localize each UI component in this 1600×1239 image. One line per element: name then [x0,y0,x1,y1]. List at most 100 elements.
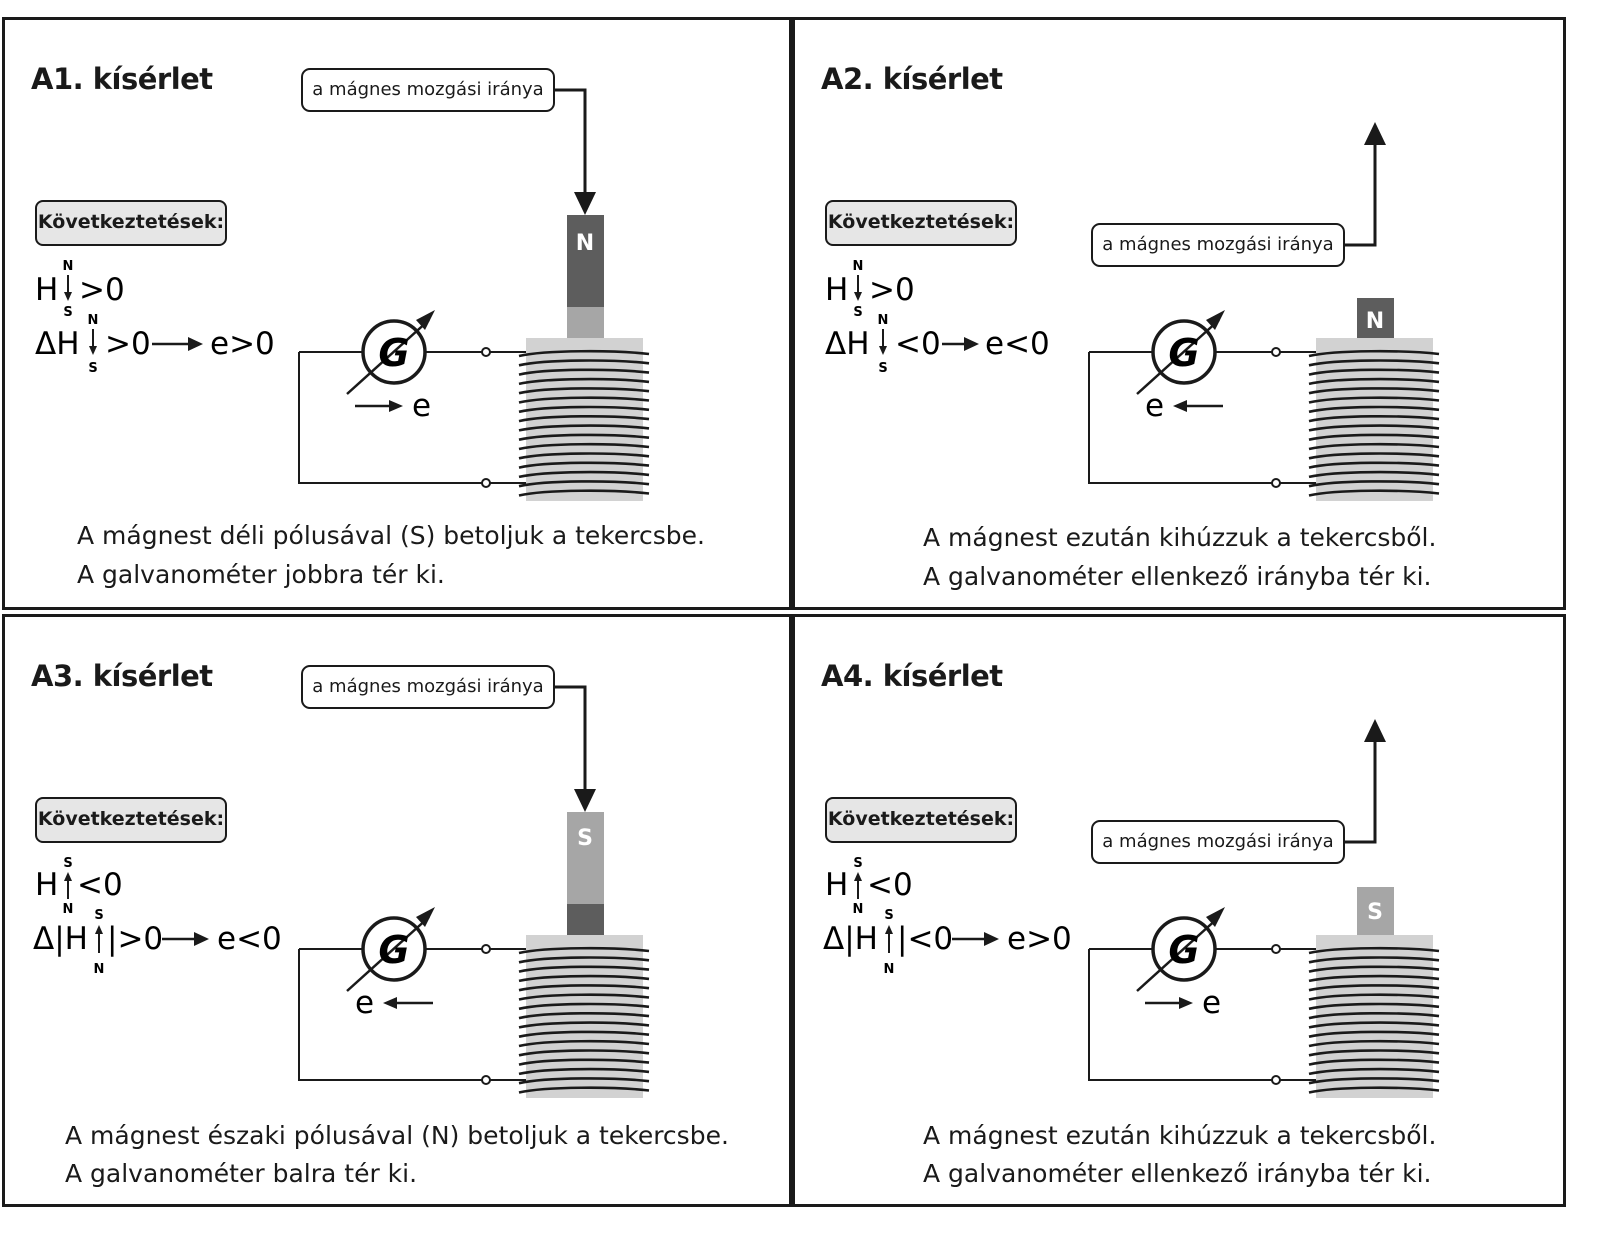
coil-winding [518,396,650,404]
coil-winding [1308,489,1440,497]
coil-winding [518,974,650,983]
formula2-bottom: S [878,361,887,376]
magnet-pole-label: N [576,231,594,256]
coil-winding [518,424,650,432]
galvanometer-needle [1136,319,1220,395]
magnet-pole-label: S [1367,900,1383,925]
coil-winding [518,489,650,497]
formula2-lead: ΔH [35,326,80,362]
formula1-arrowhead [854,292,862,301]
coil-winding [518,405,650,414]
galvanometer-needle-head [416,907,435,927]
coil-winding [1308,387,1440,395]
coil-winding [1308,946,1440,955]
terminal-bottom [1271,478,1281,488]
panel-a3: A3. kísérlet a mágnes mozgási iránya Köv… [2,614,792,1207]
galvanometer-needle-head [1206,310,1225,330]
coil-winding [518,1049,650,1057]
coil-winding [1308,1049,1440,1057]
result-arrowhead [194,932,209,946]
coil-windings [518,349,650,497]
terminal-top [481,944,491,954]
direction-arrow [555,685,587,795]
magnet-north-part [1357,298,1394,338]
direction-arrow [1345,140,1377,247]
formula2-bottom: S [88,361,97,376]
formula2-result: e>0 [210,326,275,362]
panel-a4: A4. kísérlet a mágnes mozgási iránya Köv… [792,614,1566,1207]
direction-label: a mágnes mozgási iránya [1091,223,1345,267]
formula2-top: S [884,908,893,923]
formula1-arrowhead [854,872,862,881]
magnet-south-part [1357,887,1394,935]
caption-line-1: A mágnest déli pólusával (S) betoljuk a … [77,521,705,550]
coil-winding [1308,442,1440,451]
coil-winding [518,1067,650,1076]
coil-winding [518,377,650,386]
conclusions-label: Következtetések: [825,797,1017,843]
coil-winding [518,461,650,469]
coil-winding [518,452,650,460]
coil-winding [1308,424,1440,432]
coil-winding [518,1058,650,1066]
circuit-wire [1088,351,1316,484]
formula2-result: e<0 [217,921,282,957]
coil-winding [1308,349,1440,358]
coil-winding [1308,974,1440,983]
coil-winding [518,1030,650,1038]
formula1-bottom: S [853,305,862,320]
direction-arrowhead [1364,719,1386,742]
coil-winding [1308,984,1440,992]
caption-line-2: A galvanométer balra tér ki. [65,1159,418,1188]
coil-winding [1308,1002,1440,1011]
coil-winding [518,387,650,395]
terminal-top [1271,944,1281,954]
coil-winding [518,415,650,423]
electron-arrowhead [1179,997,1193,1009]
experiment-diagram: N G e H N S >0 ΔH N S <0 e<0 [825,122,1440,501]
panel-title: A4. kísérlet [821,659,1003,693]
formula2-relation: |<0 [897,921,953,957]
galvanometer-letter: G [378,928,409,972]
formula2-lead: Δ|H [823,921,878,957]
electron-symbol: e [1202,985,1221,1021]
electron-arrowhead [383,997,397,1009]
magnet-pole-label: S [577,826,593,851]
conclusions-label: Következtetések: [35,797,227,843]
formula2-result: e<0 [985,326,1050,362]
formula1-bottom: S [63,305,72,320]
formula1-relation: <0 [77,867,123,903]
caption-line-2: A galvanométer ellenkező irányba tér ki. [923,1159,1432,1188]
coil-winding [1308,377,1440,386]
coil-winding [1308,359,1440,367]
direction-label: a mágnes mozgási iránya [301,665,555,709]
coil-winding [1308,956,1440,964]
formula2-bottom: N [94,962,105,977]
coil-windings [1308,946,1440,1094]
coil-winding [1308,1030,1440,1038]
galvanometer-needle-head [416,310,435,330]
panel-title: A2. kísérlet [821,62,1003,96]
coil-winding [518,359,650,367]
formula1-relation: >0 [79,272,125,308]
electron-symbol: e [355,985,374,1021]
galvanometer-needle-head [1206,907,1225,927]
conclusions-label: Következtetések: [825,200,1017,246]
formula2-arrowhead [879,346,887,355]
coil-winding [1308,405,1440,414]
coil-winding [518,1077,650,1085]
panel-title: A3. kísérlet [31,659,213,693]
result-arrowhead [188,337,203,351]
formula1-arrowhead [64,872,72,881]
galvanometer-letter: G [1168,331,1199,375]
caption-line-1: A mágnest északi pólusával (N) betoljuk … [65,1121,729,1150]
coil-winding [518,1039,650,1048]
experiment-diagram: S G e H S N <0 Δ|H S N |>0 e<0 [33,685,650,1098]
panel-a2: A2. kísérlet a mágnes mozgási iránya Köv… [792,17,1566,610]
coil-windings [518,946,650,1094]
terminal-bottom [481,1075,491,1085]
coil-winding [518,470,650,479]
coil-winding [518,946,650,955]
galvanometer-needle [1136,916,1220,992]
formula1-lead: H [825,272,848,308]
